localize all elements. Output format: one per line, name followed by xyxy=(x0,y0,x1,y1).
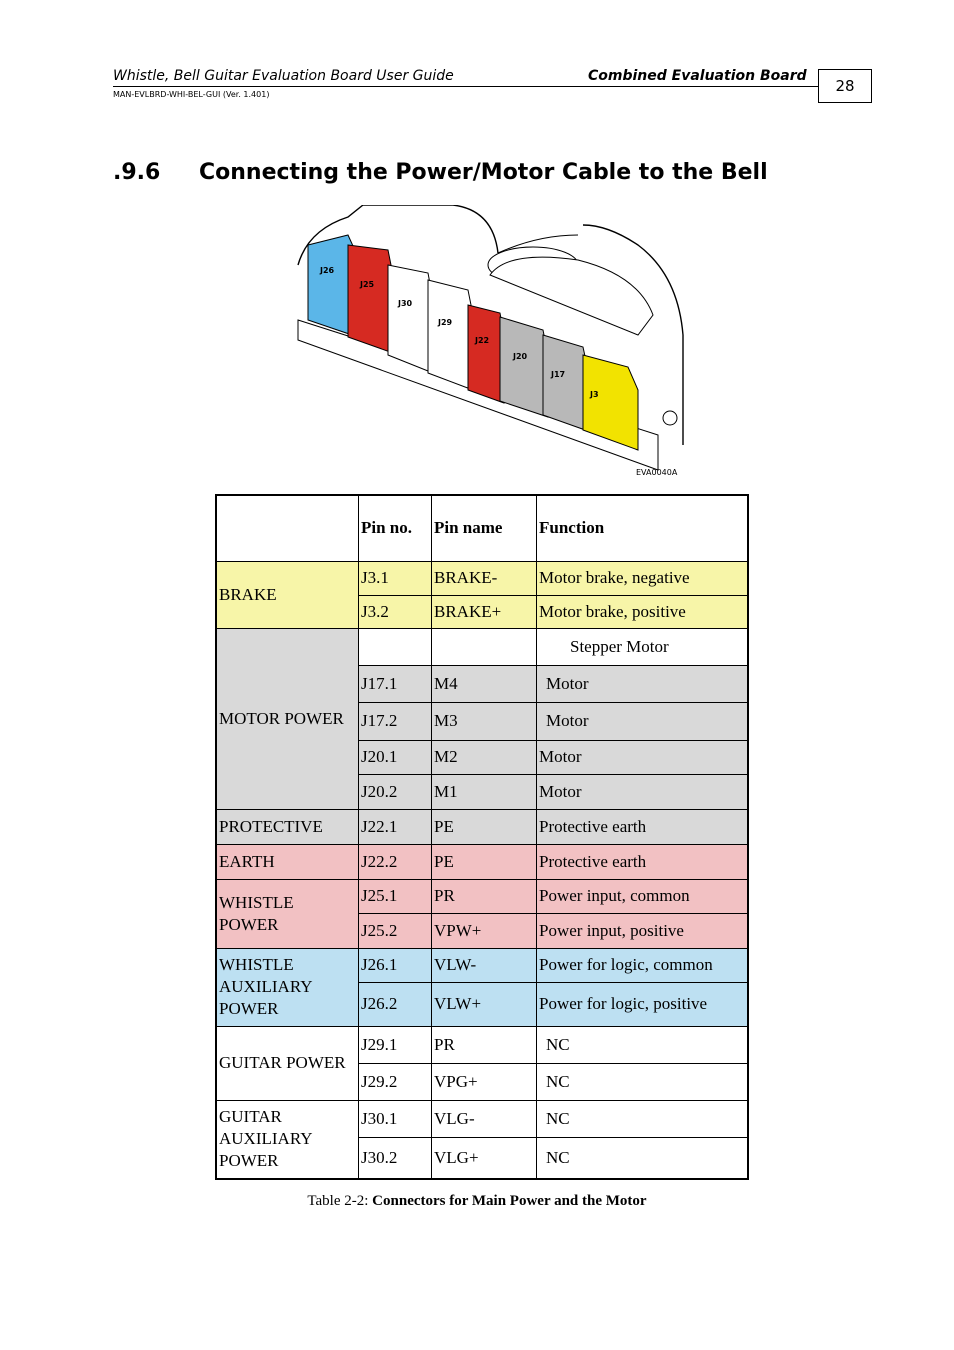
group-whistle-aux: WHISTLE AUXILIARY POWER xyxy=(215,947,359,1027)
label-j17: J17 xyxy=(550,370,565,379)
table-row: BRAKE J3.1 BRAKE- Motor brake, negative xyxy=(215,560,749,629)
pin-no: J22.1 xyxy=(358,808,432,845)
label-j20: J20 xyxy=(512,352,528,361)
label-j26: J26 xyxy=(319,266,335,275)
pin-name: M3 xyxy=(431,701,537,741)
table-row: J30.2 VLG+ NC xyxy=(216,1136,749,1180)
pin-function: NC xyxy=(536,1025,749,1064)
pin-no: J29.2 xyxy=(358,1062,432,1101)
pin-name: PE xyxy=(431,843,537,880)
pin-function: Motor brake, positive xyxy=(536,594,749,629)
pin-name: VPW+ xyxy=(431,912,537,949)
pin-name: M4 xyxy=(431,664,537,703)
group-brake: BRAKE xyxy=(215,560,359,629)
label-j25: J25 xyxy=(359,280,375,289)
group-whistle-power: WHISTLE POWER xyxy=(215,878,359,949)
connector-table: Pin no. Pin name Function BRAKE J3.1 BRA… xyxy=(215,494,749,1180)
header-pin-name: Pin name xyxy=(431,494,537,562)
pin-name xyxy=(431,627,537,666)
doc-id: MAN-EVLBRD-WHI-BEL-GUI (Ver. 1.401) xyxy=(113,90,270,99)
pin-name: M2 xyxy=(431,739,537,775)
pin-function: Protective earth xyxy=(536,808,749,845)
pin-no: J30.2 xyxy=(358,1136,432,1180)
caption-prefix: Table 2-2: xyxy=(307,1193,373,1209)
figure-id: EVA0040A xyxy=(636,468,678,477)
pin-no: J3.2 xyxy=(358,594,432,629)
label-j30: J30 xyxy=(397,299,413,308)
table-row: GUITAR AUXILIARY POWER J30.1 VLG- NC xyxy=(215,1099,749,1180)
pin-no: J30.1 xyxy=(358,1099,432,1138)
table-caption: Table 2-2: Connectors for Main Power and… xyxy=(0,1193,954,1210)
pin-function: Motor xyxy=(536,773,749,810)
pin-function: NC xyxy=(536,1136,749,1180)
pin-name: M1 xyxy=(431,773,537,810)
pin-no: J17.1 xyxy=(358,664,432,703)
pin-no xyxy=(358,627,432,666)
connector-board-figure: J26 J25 J30 J29 J22 J20 J17 J3 EVA0040A xyxy=(297,205,684,477)
table-row: PROTECTIVE J22.1 PE Protective earth xyxy=(215,808,749,845)
group-motor: MOTOR POWER xyxy=(215,627,359,810)
pin-name: VLW- xyxy=(431,947,537,983)
pin-no: J26.1 xyxy=(358,947,432,983)
pin-no: J22.2 xyxy=(358,843,432,880)
header-function: Function xyxy=(536,494,749,562)
pin-name: VLG+ xyxy=(431,1136,537,1180)
pin-name: VPG+ xyxy=(431,1062,537,1101)
pin-function: Motor xyxy=(536,664,749,703)
pin-name: VLG- xyxy=(431,1099,537,1138)
group-guitar-aux: GUITAR AUXILIARY POWER xyxy=(215,1099,359,1180)
pin-function: Motor brake, negative xyxy=(536,560,749,596)
table-row: EARTH J22.2 PE Protective earth xyxy=(215,843,749,880)
header-section-name: Combined Evaluation Board xyxy=(588,68,807,84)
pin-name: VLW+ xyxy=(431,981,537,1027)
pin-function: Power for logic, common xyxy=(536,947,749,983)
pin-function: Motor xyxy=(536,739,749,775)
pin-no: J25.2 xyxy=(358,912,432,949)
pin-function: Power for logic, positive xyxy=(536,981,749,1027)
section-title: Connecting the Power/Motor Cable to the … xyxy=(199,160,768,185)
label-j3: J3 xyxy=(589,390,599,399)
caption-title: Connectors for Main Power and the Motor xyxy=(372,1193,647,1209)
group-protective: PROTECTIVE xyxy=(215,808,359,845)
pin-name: PR xyxy=(431,1025,537,1064)
pin-function: NC xyxy=(536,1099,749,1138)
pin-function: NC xyxy=(536,1062,749,1101)
pin-name: BRAKE- xyxy=(431,560,537,596)
pin-no: J29.1 xyxy=(358,1025,432,1064)
pin-function: Stepper Motor xyxy=(536,627,749,666)
pin-function: Power input, positive xyxy=(536,912,749,949)
pin-name: BRAKE+ xyxy=(431,594,537,629)
label-j29: J29 xyxy=(437,318,453,327)
pin-function: Protective earth xyxy=(536,843,749,880)
group-earth: EARTH xyxy=(215,843,359,880)
header-rule xyxy=(113,86,818,87)
pin-no: J25.1 xyxy=(358,878,432,914)
table-row: GUITAR POWER J29.1 PR NC xyxy=(215,1025,749,1101)
pin-name: PR xyxy=(431,878,537,914)
section-number: .9.6 xyxy=(113,160,161,185)
pin-function: Power input, common xyxy=(536,878,749,914)
pin-no: J20.2 xyxy=(358,773,432,810)
pin-no: J3.1 xyxy=(358,560,432,596)
pin-no: J17.2 xyxy=(358,701,432,741)
group-guitar-power: GUITAR POWER xyxy=(215,1025,359,1101)
pin-function: Motor xyxy=(536,701,749,741)
pin-no: J20.1 xyxy=(358,739,432,775)
label-j22: J22 xyxy=(474,336,489,345)
table-row: WHISTLE AUXILIARY POWER J26.1 VLW- Power… xyxy=(215,947,749,1027)
table-row: MOTOR POWER Stepper Motor xyxy=(215,627,749,810)
pin-name: PE xyxy=(431,808,537,845)
table-row: WHISTLE POWER J25.1 PR Power input, comm… xyxy=(215,878,749,949)
header-pin-no: Pin no. xyxy=(358,494,432,562)
section-heading: .9.6 Connecting the Power/Motor Cable to … xyxy=(113,160,768,185)
header-group xyxy=(215,494,359,562)
pin-no: J26.2 xyxy=(358,981,432,1027)
page-number: 28 xyxy=(818,69,872,103)
table-row: J3.2 BRAKE+ Motor brake, positive xyxy=(216,594,749,629)
doc-title: Whistle, Bell Guitar Evaluation Board Us… xyxy=(113,68,454,84)
